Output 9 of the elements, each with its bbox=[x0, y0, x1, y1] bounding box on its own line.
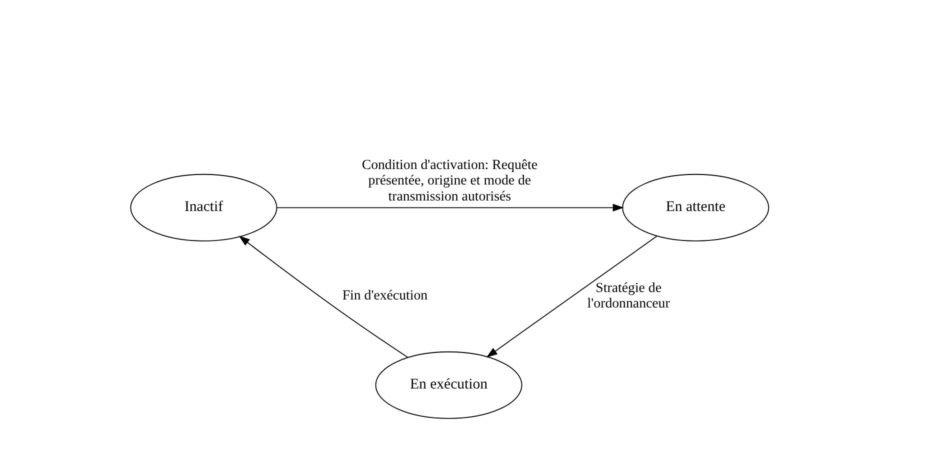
arrow bbox=[276, 204, 624, 212]
node-ellipse: En exécution bbox=[375, 351, 522, 419]
edge-label: Fin d'exécution bbox=[342, 288, 428, 303]
arrow bbox=[486, 236, 658, 358]
node-ellipse: En attente bbox=[622, 174, 770, 242]
edge-label: Stratégie de l'ordonnanceur bbox=[587, 280, 670, 311]
node-ellipse: Inactif bbox=[130, 174, 278, 242]
arrow bbox=[238, 236, 408, 358]
edge-label: Condition d'activation: Requête présentée, origine et mode de transmission autorisés bbox=[362, 156, 538, 204]
